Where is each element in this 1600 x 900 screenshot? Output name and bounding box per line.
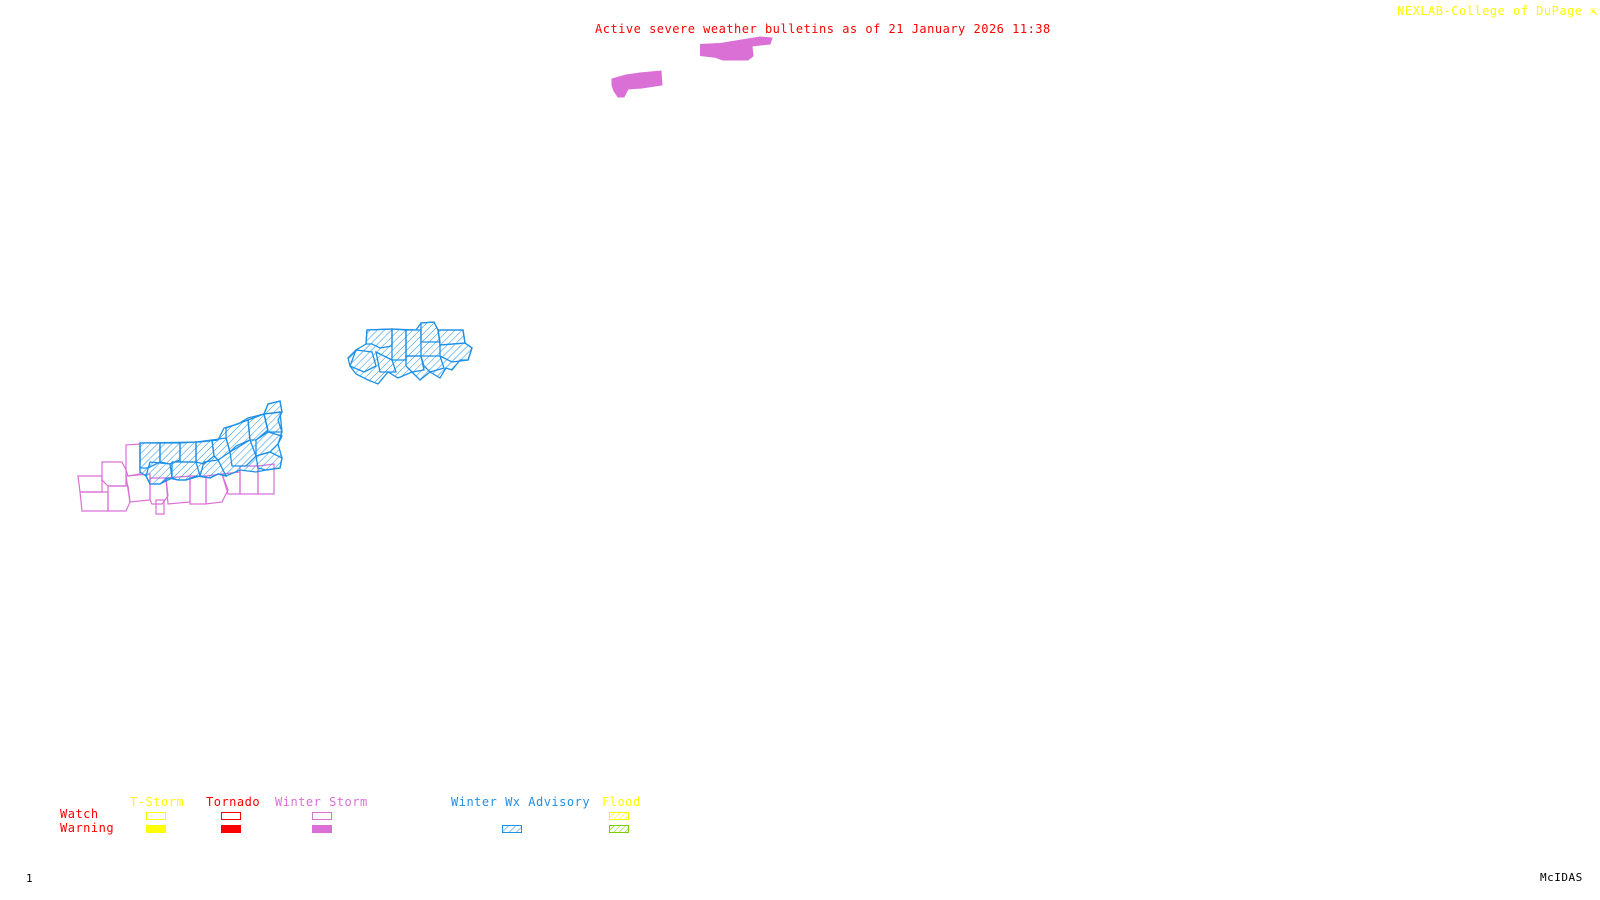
legend-swatch-winter-storm-watch bbox=[312, 812, 332, 820]
legend-label-winter-storm: Winter Storm bbox=[275, 795, 368, 809]
legend-label-flood: Flood bbox=[602, 795, 641, 809]
legend-swatch-tstorm-warning bbox=[146, 825, 166, 833]
legend-label-winter-wx-advisory: Winter Wx Advisory bbox=[451, 795, 591, 809]
legend-label-tornado: Tornado bbox=[206, 795, 261, 809]
legend-swatch-winter-storm-warning bbox=[312, 825, 332, 833]
map-title: Active severe weather bulletins as of 21… bbox=[595, 22, 1051, 36]
winter-storm-warning-area-north bbox=[716, 36, 773, 61]
legend-row-label-watch: Watch bbox=[60, 807, 99, 821]
legend-swatch-tornado-warning bbox=[221, 825, 241, 833]
legend-swatch-winter-wx-advisory-warning bbox=[502, 825, 522, 833]
legend-swatch-tstorm-watch bbox=[146, 812, 166, 820]
software-label: McIDAS bbox=[1540, 871, 1583, 884]
legend-swatch-flood-watch bbox=[609, 812, 629, 820]
legend-swatch-tornado-watch bbox=[221, 812, 241, 820]
cursor-arrow-icon: ⇱ bbox=[1590, 4, 1598, 18]
winter-wx-advisory-southwest bbox=[139, 400, 283, 485]
legend-swatch-flood-warning bbox=[609, 825, 629, 833]
credit-label: NEXLAB-College of DuPage ⇱ bbox=[1397, 5, 1598, 18]
legend-row-label-warning: Warning bbox=[60, 821, 115, 835]
winter-storm-warning-area-south bbox=[611, 70, 663, 98]
winter-storm-warning-area-north bbox=[700, 43, 718, 58]
legend-label-tstorm: T-Storm bbox=[130, 795, 185, 809]
winter-wx-advisory-central bbox=[347, 321, 473, 385]
credit-text: NEXLAB-College of DuPage bbox=[1397, 4, 1583, 18]
frame-number: 1 bbox=[26, 872, 34, 885]
